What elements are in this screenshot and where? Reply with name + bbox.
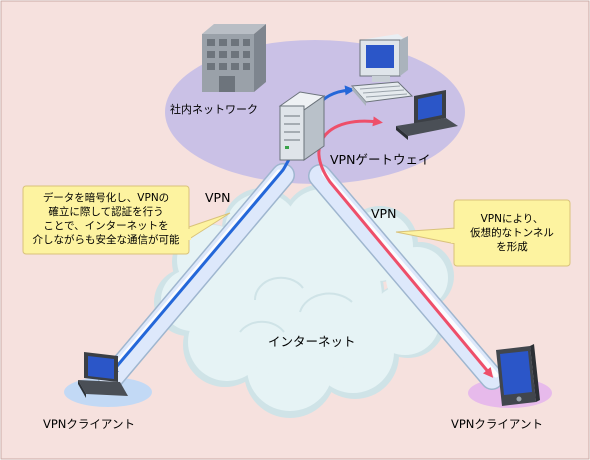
left-callout-bubble <box>22 185 231 255</box>
right-callout-bubble <box>395 199 571 267</box>
callout-line: 仮想的なトンネル <box>470 227 554 239</box>
pda-icon <box>496 344 540 406</box>
vpn-gateway-label: VPNゲートウェイ <box>330 152 431 167</box>
callout-line: ことで、インターネットを <box>43 220 169 232</box>
vpn-label-right: VPN <box>371 206 397 221</box>
client-left-label: VPNクライアント <box>43 417 135 431</box>
server-icon <box>278 91 326 161</box>
callout-line: VPNにより、 <box>480 213 544 225</box>
right-callout-text: VPNにより、 仮想的なトンネル を形成 <box>456 212 568 254</box>
callout-line: 確立に際して認証を行う <box>48 206 164 218</box>
vpn-label-left: VPN <box>205 190 231 205</box>
laptop-icon <box>78 352 128 398</box>
callout-line: データを暗号化し、VPNの <box>42 192 170 204</box>
left-callout-text: データを暗号化し、VPNの 確立に際して認証を行う ことで、インターネットを 介… <box>26 191 186 247</box>
callout-line: 介しながらも安全な通信が可能 <box>32 234 180 246</box>
internet-label: インターネット <box>268 334 356 349</box>
office-network-label: 社内ネットワーク <box>170 103 258 116</box>
callout-line: を形成 <box>496 241 528 253</box>
office-building-icon <box>202 24 266 92</box>
desktop-computer-icon <box>350 34 414 106</box>
laptop-icon <box>396 90 458 140</box>
client-right-label: VPNクライアント <box>451 417 543 431</box>
